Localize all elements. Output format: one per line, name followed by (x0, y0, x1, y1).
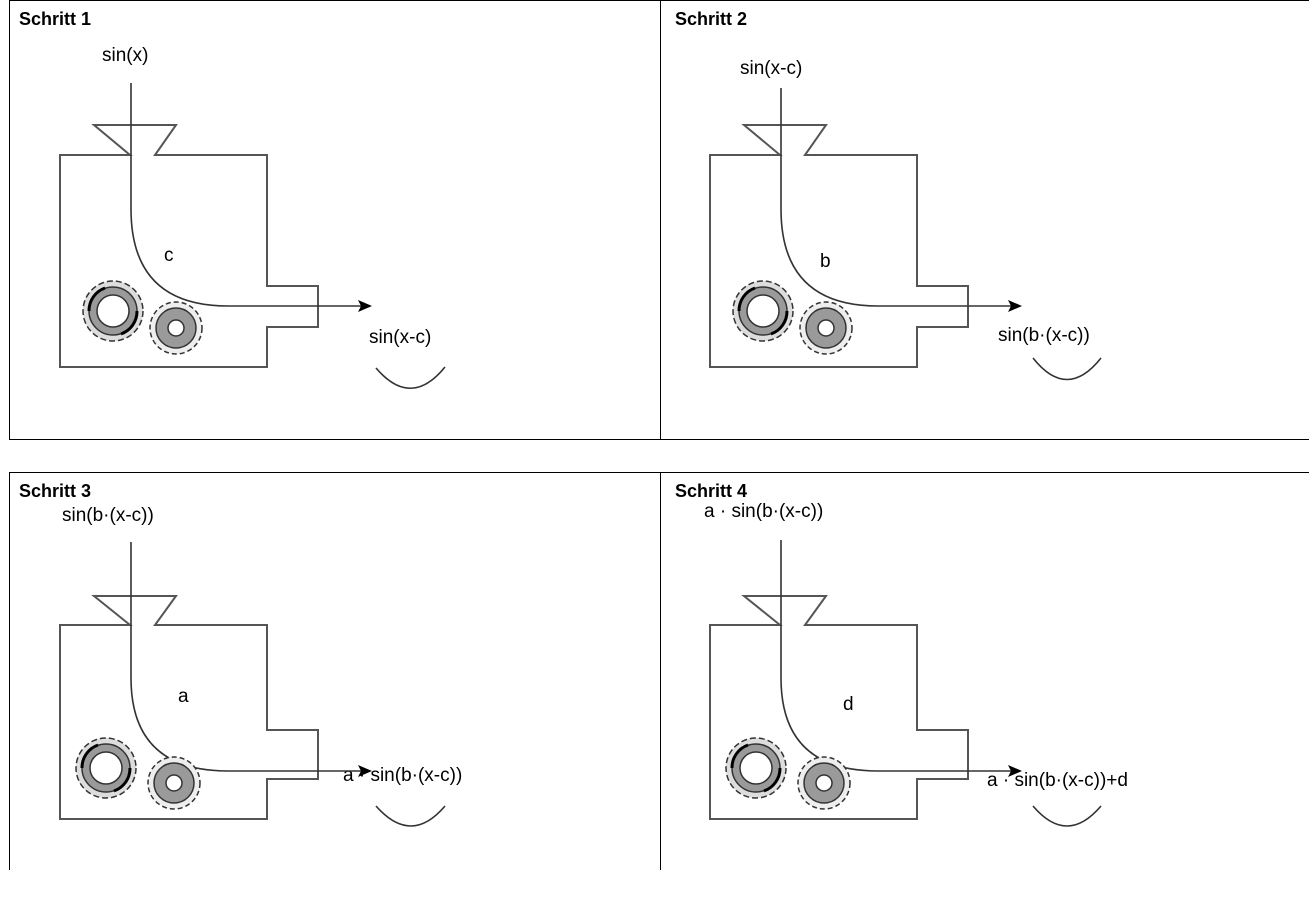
parameter-label: d (843, 694, 854, 715)
output-label: a · sin(b·(x-c)) (343, 765, 463, 786)
parameter-label: c (164, 245, 174, 266)
function-machine (709, 88, 1102, 381)
output-wave (375, 366, 446, 390)
arrowhead (358, 300, 372, 312)
step-panel: Schritt 1 sin(x) c sin(x-c) (10, 1, 658, 433)
step-title: Schritt 3 (19, 481, 92, 501)
table-border-left (9, 472, 10, 870)
step-panel: Schritt 4 a · sin(b·(x-c)) d a · sin(b·(… (661, 473, 1309, 905)
table-border-top (9, 0, 1309, 1)
output-label: a · sin(b·(x-c))+d (987, 770, 1128, 791)
small-gear-icon (149, 301, 203, 355)
small-gear-icon (797, 756, 851, 810)
step-title: Schritt 1 (19, 9, 92, 29)
machine-body (59, 124, 319, 368)
flow-curve (130, 83, 362, 307)
flow-curve (130, 542, 362, 772)
machine-body (709, 124, 969, 368)
input-label: sin(x-c) (740, 58, 803, 79)
input-label: a · sin(b·(x-c)) (704, 501, 824, 522)
step-title: Schritt 4 (675, 481, 748, 501)
parameter-label: a (178, 686, 189, 707)
table-border-bottom (9, 439, 1309, 440)
output-wave (375, 805, 446, 827)
table-divider-vertical (660, 0, 661, 440)
table-border-top (9, 472, 1309, 473)
output-wave (1032, 357, 1102, 381)
small-gear-icon (799, 301, 853, 355)
arrowhead (1008, 300, 1022, 312)
large-gear-icon (82, 280, 144, 342)
large-gear-icon (75, 737, 137, 799)
table-border-left (9, 0, 10, 440)
output-wave (1032, 805, 1102, 827)
machine-body (709, 595, 969, 820)
function-machine (709, 540, 1102, 827)
arrowhead (358, 765, 372, 777)
large-gear-icon (725, 737, 787, 799)
function-machine (59, 83, 446, 390)
small-gear-icon (147, 756, 201, 810)
output-label: sin(b·(x-c)) (998, 325, 1090, 346)
step-title: Schritt 2 (675, 9, 748, 29)
flow-curve (780, 540, 1012, 772)
large-gear-icon (732, 280, 794, 342)
input-label: sin(x) (102, 45, 149, 66)
flow-curve (780, 88, 1012, 307)
table-divider-vertical (660, 472, 661, 870)
parameter-label: b (820, 251, 831, 272)
input-label: sin(b·(x-c)) (62, 505, 154, 526)
machine-body (59, 595, 319, 820)
step-panel: Schritt 3 sin(b·(x-c)) a a · sin(b·(x-c)… (10, 473, 658, 905)
step-panel: Schritt 2 sin(x-c) b sin(b·(x-c)) (661, 1, 1309, 433)
arrowhead (1008, 765, 1022, 777)
output-label: sin(x-c) (369, 327, 432, 348)
function-machine (59, 542, 446, 827)
